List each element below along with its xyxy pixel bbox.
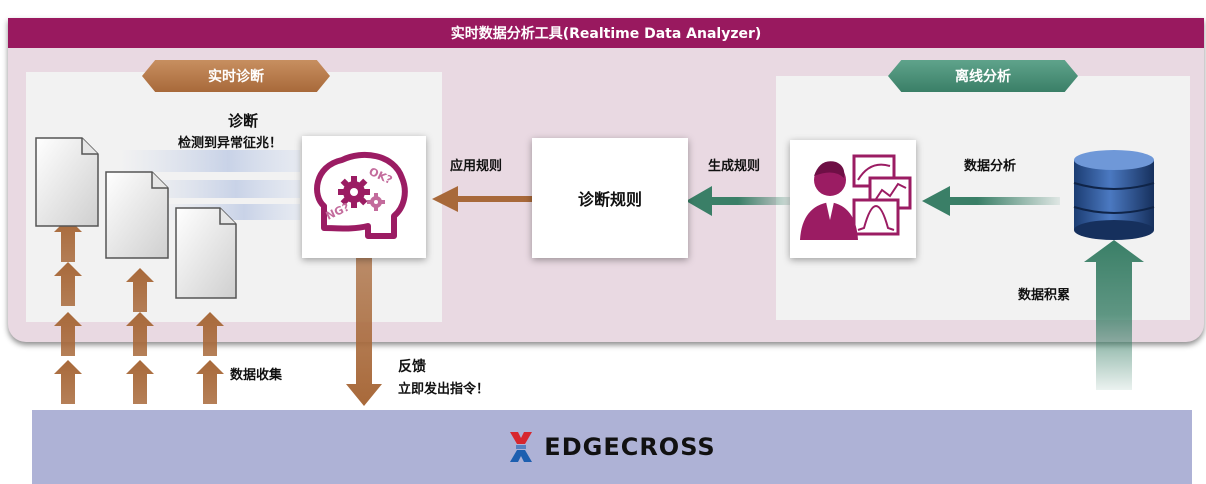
feedback-arrow	[346, 258, 382, 406]
edgecross-logo: EDGECROSS	[508, 430, 715, 464]
streak	[140, 180, 300, 198]
rising-arrow	[126, 268, 154, 312]
feedback-title: 反馈	[398, 359, 426, 375]
edgecross-platform-band: EDGECROSS	[32, 410, 1192, 484]
rising-arrow	[54, 312, 82, 356]
analyst-card	[790, 140, 916, 258]
rising-arrow	[54, 360, 82, 404]
documents-group	[35, 137, 237, 299]
diagnosis-rule-label: 诊断规则	[577, 190, 642, 209]
data-analysis-label: 数据分析	[964, 159, 1017, 174]
data-collection-arrows	[54, 218, 224, 404]
ng-label: NG?	[324, 201, 352, 223]
generate-rule-label: 生成规则	[708, 159, 761, 174]
offline-analysis-badge: 离线分析	[888, 60, 1078, 92]
rising-arrow	[126, 312, 154, 356]
analyst-screens-icon	[800, 154, 912, 240]
feedback-subtitle: 立即发出指令！	[398, 382, 490, 397]
rising-arrow	[196, 360, 224, 404]
diagnosis-subtitle: 检测到异常征兆！	[178, 136, 283, 151]
document-icon	[35, 137, 99, 227]
apply-rule-label: 应用规则	[450, 159, 503, 174]
rising-arrow	[126, 360, 154, 404]
document-fold	[81, 138, 98, 155]
offline-badge-label: 离线分析	[955, 69, 1011, 85]
document-fold	[219, 208, 236, 225]
rising-arrow	[54, 262, 82, 306]
document-fold	[151, 172, 168, 189]
analyzer-title-bar: 实时数据分析工具(Realtime Data Analyzer)	[8, 18, 1204, 48]
data-analysis-arrow	[922, 186, 1060, 216]
document-icon	[175, 207, 237, 299]
realtime-diagnosis-badge: 实时诊断	[142, 60, 330, 92]
generate-rule-arrow	[686, 186, 790, 216]
analyzer-title: 实时数据分析工具(Realtime Data Analyzer)	[450, 26, 762, 42]
data-collection-label: 数据收集	[230, 368, 283, 383]
streak	[120, 150, 300, 172]
diagnosis-title: 诊断	[228, 112, 259, 130]
apply-rule-arrow	[432, 186, 534, 212]
ok-label: OK?	[367, 165, 394, 187]
edgecross-logo-icon	[510, 432, 533, 462]
rising-arrow	[196, 312, 224, 356]
diagnosis-engine-card: OK? NG?	[302, 136, 426, 258]
data-accumulation-label: 数据积累	[1018, 288, 1071, 303]
diagnosis-rule-card: 诊断规则	[532, 138, 688, 258]
brain-gear-icon: OK? NG?	[314, 151, 408, 239]
realtime-badge-label: 实时诊断	[208, 69, 264, 85]
database-icon	[1073, 150, 1155, 240]
data-accumulation-arrow	[1084, 240, 1144, 390]
document-icon	[105, 171, 169, 259]
rising-arrow	[54, 218, 82, 262]
edgecross-brand-text: EDGECROSS	[544, 433, 716, 461]
